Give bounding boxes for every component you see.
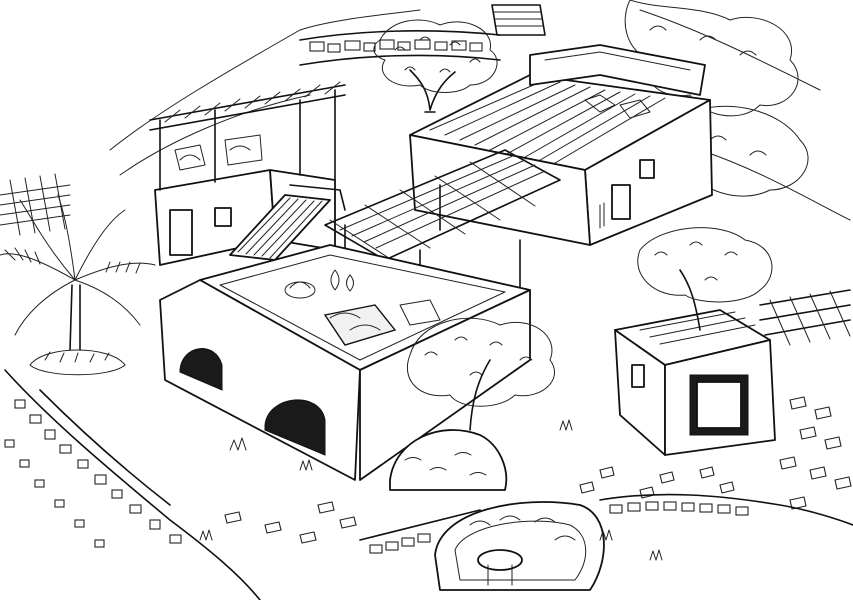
upper-steps bbox=[491, 4, 546, 36]
left-pergola bbox=[149, 81, 346, 191]
small-outbuilding bbox=[614, 309, 776, 456]
rear-house bbox=[409, 44, 713, 246]
rock-mound bbox=[389, 429, 508, 491]
stone-field-right bbox=[579, 396, 852, 510]
front-courtyard-building bbox=[159, 244, 531, 481]
olive-tree-right bbox=[637, 227, 773, 331]
stone-path-left bbox=[4, 369, 261, 600]
trellis-grid-left bbox=[0, 173, 71, 236]
left-staircase bbox=[229, 184, 346, 261]
upper-stone-wall bbox=[299, 30, 501, 66]
sunken-seating bbox=[434, 501, 605, 591]
olive-tree-center bbox=[406, 317, 556, 431]
stepping-stones bbox=[224, 501, 357, 544]
trellis-right bbox=[759, 289, 851, 346]
grass-tufts bbox=[199, 419, 663, 561]
bottom-stone-wall bbox=[359, 493, 853, 554]
olive-tree-top bbox=[373, 19, 498, 113]
palm-tree bbox=[0, 194, 156, 376]
